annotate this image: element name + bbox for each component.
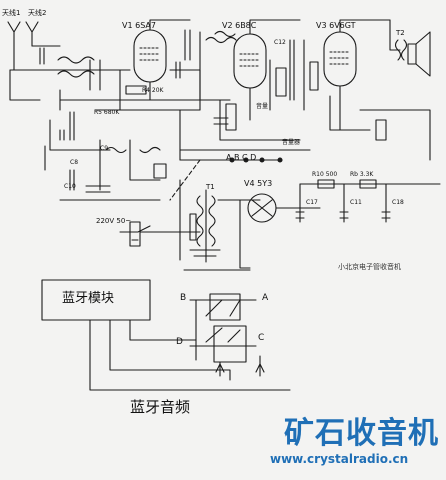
pin-c-label: C: [258, 333, 265, 343]
bluetooth-module-box: [41, 279, 151, 321]
capacitor-c11-label: C11: [350, 199, 362, 206]
tube-v3-label: V3 6V6GT: [316, 21, 356, 30]
mains-label: 220V 50~: [96, 217, 132, 225]
antenna-2-label: 天线2: [28, 9, 47, 17]
antenna-symbols: [7, 21, 61, 71]
output-stage: [303, 19, 431, 161]
site-watermark: 矿石收音机 www.crystalradio.cn: [270, 408, 442, 474]
schematic-caption: 小北京电子管收音机: [338, 263, 401, 271]
watermark-logo: 矿石收音机: [284, 416, 439, 451]
tube-v2: [233, 19, 301, 121]
transformer-t1-label: T1: [206, 183, 215, 191]
abcd-bus-label: A B C D: [226, 153, 257, 162]
tube-v1: [133, 19, 191, 101]
pin-d-label: D: [176, 337, 183, 347]
transformer-t2-label: T2: [396, 29, 405, 37]
v2-area-components: [179, 31, 311, 161]
pin-b-label: B: [180, 293, 187, 303]
watermark-url: www.crystalradio.cn: [270, 452, 409, 466]
antenna-1-label: 天线1: [2, 9, 21, 17]
tube-v1-label: V1 6SA7: [122, 21, 156, 30]
capacitor-c9-label: C9: [100, 145, 109, 152]
volume-label: 音量: [256, 103, 269, 110]
tube-v2-label: V2 6B8C: [222, 21, 257, 30]
tube-v4-label: V4 5Y3: [244, 179, 273, 188]
capacitor-c8-label: C8: [70, 159, 79, 166]
resistor-r5-label: R5 680K: [94, 109, 120, 116]
input-stage-wiring: [9, 47, 231, 171]
pin-a-label: A: [262, 293, 269, 303]
volume-control-label: 音量器: [282, 139, 301, 146]
resistor-r4-label: R4 20K: [142, 87, 164, 94]
bluetooth-switch-diagram: [41, 279, 291, 391]
resistor-r10-label: R10 500: [312, 171, 338, 178]
abcd-bus: [169, 157, 283, 201]
tuning-section: [59, 139, 167, 201]
capacitor-c10-label: C10: [64, 183, 76, 190]
capacitor-c17-label: C17: [306, 199, 318, 206]
tube-v3: [323, 19, 391, 131]
capacitor-c18-label: C18: [392, 199, 404, 206]
power-supply: [119, 179, 441, 271]
bluetooth-module-label: 蓝牙模块: [62, 291, 115, 306]
bluetooth-audio-label: 蓝牙音频: [130, 398, 191, 416]
capacitor-c12-label: C12: [274, 39, 286, 46]
resistor-r11-label: Rb 3.3K: [350, 171, 374, 178]
